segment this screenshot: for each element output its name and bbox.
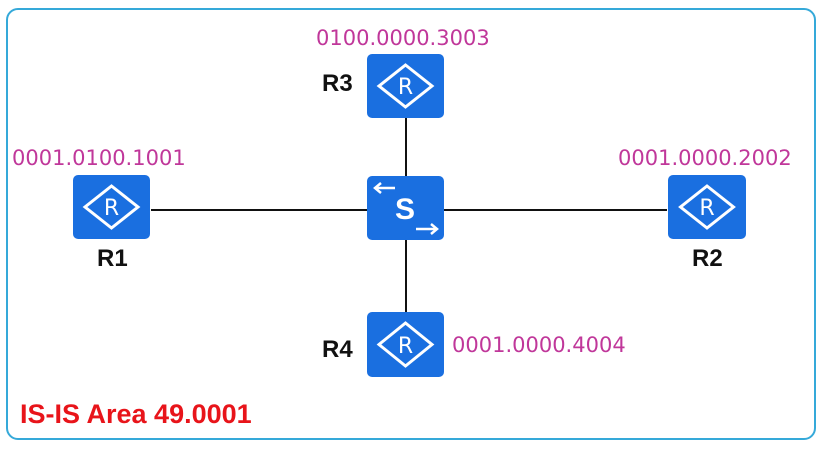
router-r4[interactable]: R	[367, 312, 444, 377]
svg-text:R: R	[398, 75, 413, 100]
r2-label: R2	[692, 245, 723, 272]
r4-label: R4	[322, 336, 353, 363]
r4-system-id: 0001.0000.4004	[452, 333, 626, 357]
svg-text:R: R	[398, 334, 413, 359]
router-r3[interactable]: R	[367, 54, 444, 118]
switch-s[interactable]: S	[367, 176, 444, 240]
links	[151, 118, 667, 312]
switch-icon: S	[373, 182, 439, 235]
router-icon: R	[82, 184, 141, 230]
switch-label: S	[395, 193, 415, 226]
svg-text:R: R	[699, 196, 714, 221]
router-r2[interactable]: R	[668, 175, 746, 239]
r3-label: R3	[322, 70, 353, 97]
r1-label: R1	[97, 245, 128, 272]
r1-system-id: 0001.0100.1001	[12, 146, 186, 170]
r2-system-id: 0001.0000.2002	[618, 146, 792, 170]
svg-text:R: R	[104, 196, 119, 221]
router-icon: R	[678, 184, 736, 230]
router-icon: R	[376, 63, 435, 109]
diagram-frame	[6, 8, 816, 440]
router-icon: R	[376, 321, 435, 368]
area-label: IS-IS Area 49.0001	[20, 399, 252, 429]
r3-system-id: 0100.0000.3003	[316, 26, 490, 50]
router-r1[interactable]: R	[73, 175, 150, 239]
